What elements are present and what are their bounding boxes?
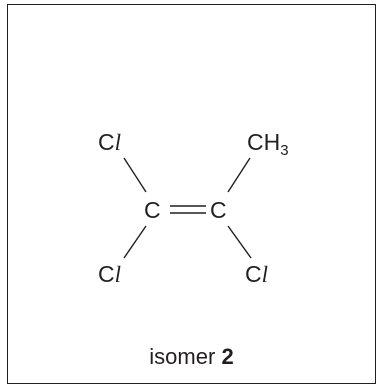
bond-cl-top-left — [123, 157, 147, 193]
atom-cl-top-left: Cl — [98, 129, 121, 155]
atom-c-left: C — [144, 197, 161, 223]
bond-cl-bottom-right — [227, 225, 252, 259]
atom-ch3: CH3 — [247, 129, 289, 159]
bond-cl-bottom-left — [123, 225, 147, 259]
atom-cl-bottom-left: Cl — [98, 261, 121, 287]
atom-c-right: C — [210, 197, 227, 223]
figure-frame — [7, 4, 376, 384]
atom-cl-bottom-right: Cl — [245, 261, 268, 287]
caption-prefix: isomer — [149, 344, 216, 369]
figure-caption: isomer 2 — [0, 344, 383, 370]
bond-ch3 — [227, 157, 251, 193]
caption-number: 2 — [221, 344, 234, 369]
